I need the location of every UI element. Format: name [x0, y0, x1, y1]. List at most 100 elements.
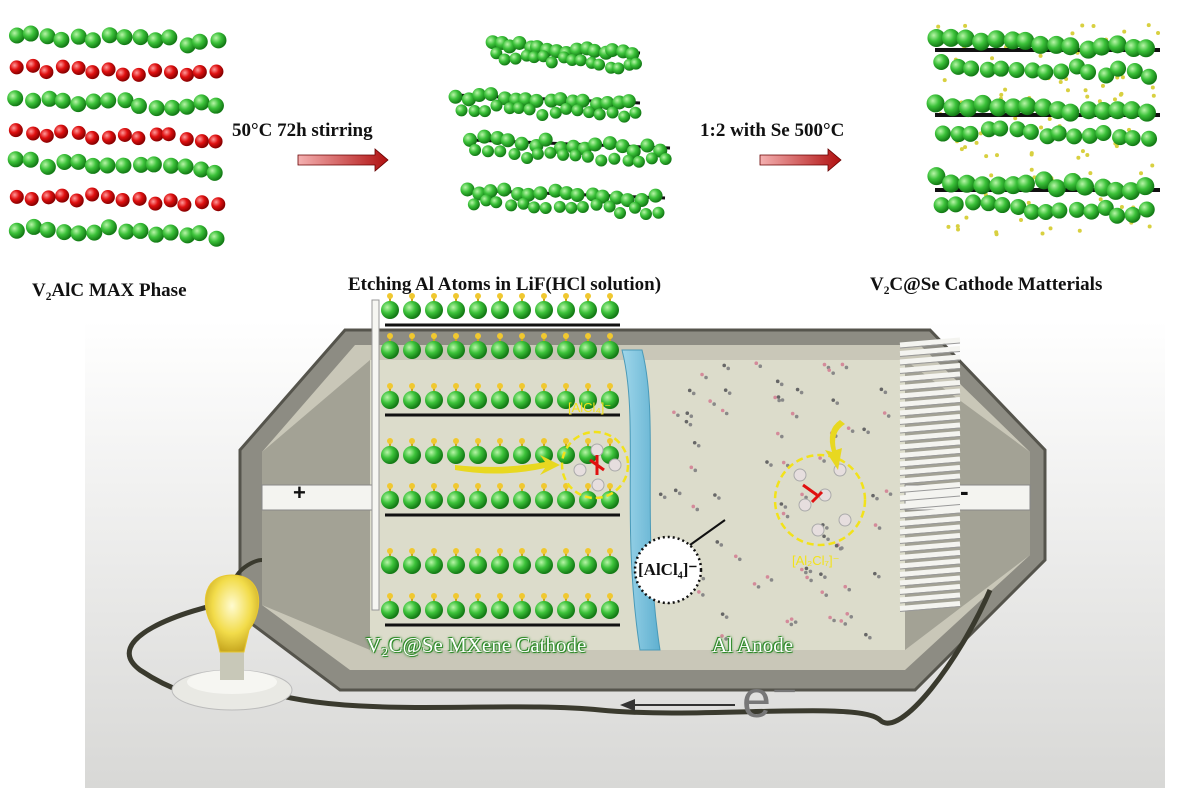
anode-curved-arrow: [825, 420, 845, 470]
positive-sign: +: [293, 480, 306, 505]
atom: [549, 106, 562, 119]
atom: [615, 139, 630, 154]
atom: [553, 92, 568, 107]
atom: [1061, 37, 1080, 56]
atom: [618, 110, 631, 123]
atom: [590, 97, 605, 112]
atom: [161, 127, 176, 142]
atom: [22, 25, 39, 42]
atom: [148, 63, 163, 78]
atom: [56, 224, 73, 241]
atom: [1037, 64, 1054, 81]
atom: [1053, 63, 1070, 80]
light-bulb: [171, 574, 293, 711]
atom: [117, 92, 134, 109]
atom: [1061, 103, 1080, 122]
negative-sign: -: [960, 476, 969, 506]
atom: [1010, 198, 1027, 215]
atom: [1140, 68, 1157, 85]
atom: [147, 32, 164, 49]
atom: [588, 137, 603, 152]
atom: [85, 130, 100, 145]
atom: [1047, 179, 1066, 198]
atom: [1124, 130, 1141, 147]
v2alc-max-phase-label: V₂AlC MAX Phase: [32, 280, 187, 301]
atom: [536, 109, 549, 122]
atom: [531, 147, 544, 160]
atom: [1094, 101, 1113, 120]
atom: [163, 157, 180, 174]
atom: [512, 101, 525, 114]
atom: [1008, 62, 1025, 79]
atom: [115, 193, 130, 208]
atom: [973, 94, 992, 113]
atom: [538, 132, 553, 147]
atom: [600, 96, 615, 111]
atom: [993, 60, 1010, 77]
atom: [179, 132, 194, 147]
atom: [511, 186, 526, 201]
atom: [85, 187, 100, 202]
atom: [1024, 62, 1041, 79]
atom: [544, 146, 557, 159]
atom: [99, 157, 116, 174]
atom: [53, 31, 70, 48]
atom: [987, 30, 1006, 49]
atom: [460, 182, 475, 197]
atom: [1034, 171, 1053, 190]
atom: [178, 98, 195, 115]
atom: [1066, 128, 1083, 145]
atom: [1136, 39, 1155, 58]
atom: [71, 61, 86, 76]
atom: [25, 218, 42, 235]
atom: [927, 29, 946, 48]
atom: [208, 230, 225, 247]
atom: [583, 106, 596, 119]
atom: [145, 156, 162, 173]
atom: [545, 56, 558, 69]
atom: [575, 93, 590, 108]
atom: [39, 158, 56, 175]
atom: [645, 152, 658, 165]
atom: [569, 149, 582, 162]
atom: [1018, 97, 1037, 116]
atom: [950, 58, 967, 75]
atom: [959, 99, 978, 118]
atom: [39, 28, 56, 45]
atom: [992, 120, 1009, 137]
atom: [116, 29, 133, 46]
atom: [148, 226, 165, 243]
atom: [1051, 202, 1068, 219]
atom: [70, 153, 87, 170]
atom: [989, 176, 1008, 195]
atom: [1126, 63, 1143, 80]
atom: [612, 62, 625, 75]
atom: [963, 60, 980, 77]
atom: [490, 196, 503, 209]
atom: [7, 151, 24, 168]
atom: [86, 224, 103, 241]
selenium-condition-label: 1:2 with Se 500°C: [700, 120, 845, 141]
atom: [472, 88, 487, 103]
atom: [100, 190, 115, 205]
atom: [26, 58, 41, 73]
atom: [117, 127, 132, 142]
atom: [1079, 101, 1098, 120]
atom: [54, 92, 71, 109]
atom: [1136, 177, 1155, 196]
atom: [161, 29, 178, 46]
v2c-se-cathode: [381, 293, 620, 627]
atom: [595, 154, 608, 167]
atom: [973, 176, 992, 195]
cathode-label: V₂C@Se MXene Cathode: [366, 633, 587, 657]
atom: [947, 196, 964, 213]
atom: [490, 47, 503, 60]
atom: [494, 145, 507, 158]
atom: [1109, 207, 1126, 224]
atom: [576, 200, 589, 213]
atom: [164, 99, 181, 116]
atom: [497, 91, 512, 106]
atom: [177, 158, 194, 175]
atom: [162, 224, 179, 241]
